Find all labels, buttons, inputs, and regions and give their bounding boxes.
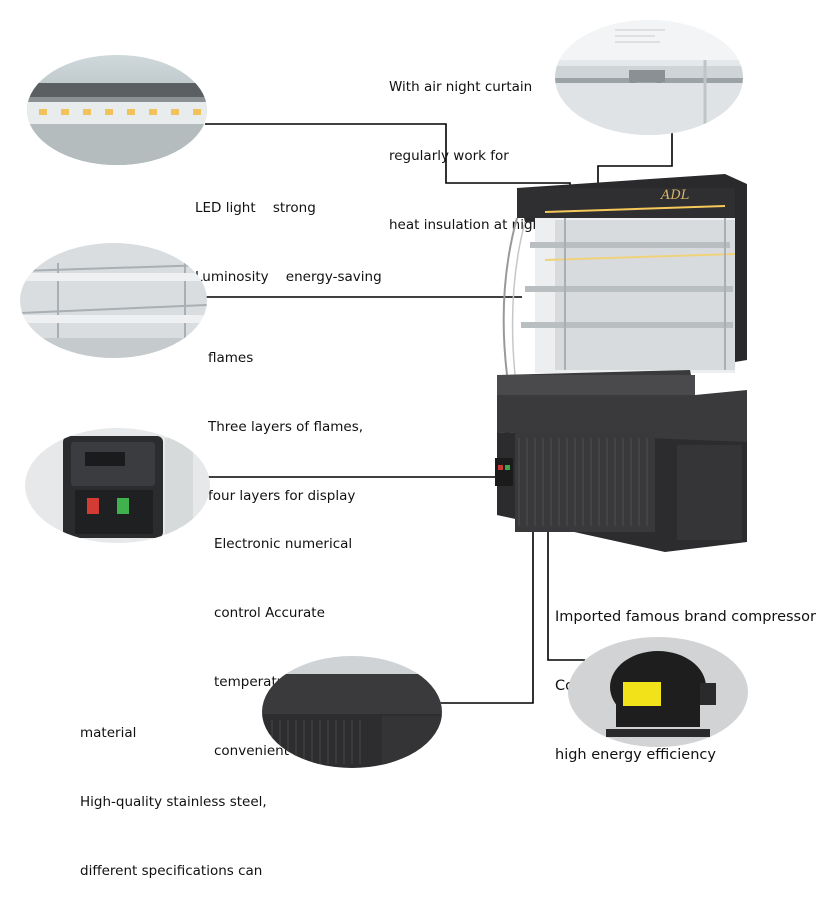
material-caption-line: material	[80, 725, 137, 741]
shelves-caption-line: four layers for display	[208, 488, 356, 504]
shelves-caption-line: flames	[208, 350, 254, 366]
shelves-caption-line: Three layers of flames,	[208, 419, 364, 435]
led-caption-line: Luminosity energy-saving	[195, 269, 382, 285]
material-caption: material High-quality stainless steel, d…	[80, 676, 267, 906]
shelves-caption: flames Three layers of flames, four laye…	[208, 301, 363, 531]
led-caption: LED light strong Luminosity energy-savin…	[195, 151, 382, 312]
brand-logo: ADL	[660, 188, 689, 203]
material-caption-line: High-quality stainless steel,	[80, 794, 267, 810]
curtain-caption: With air night curtain regularly work fo…	[389, 30, 546, 260]
compressor-photo	[568, 637, 748, 747]
night-curtain-photo	[555, 20, 743, 135]
display-cabinet-illustration: ADL	[495, 174, 747, 552]
compressor-caption-line: high energy efficiency	[555, 747, 716, 763]
steel-body-photo	[262, 656, 442, 768]
led-caption-line: LED light strong	[195, 200, 316, 216]
compressor-caption-line: Imported famous brand compressor	[555, 609, 816, 625]
material-caption-line: different specifications can	[80, 863, 263, 879]
curtain-caption-line: regularly work for	[389, 148, 509, 164]
curtain-caption-line: With air night curtain	[389, 79, 533, 95]
led-strip-photo	[27, 55, 207, 165]
glass-shelf-photo	[20, 243, 207, 358]
control-caption-line: control Accurate	[214, 605, 325, 621]
control-caption-line: Electronic numerical	[214, 536, 353, 552]
control-panel-photo	[25, 428, 210, 543]
